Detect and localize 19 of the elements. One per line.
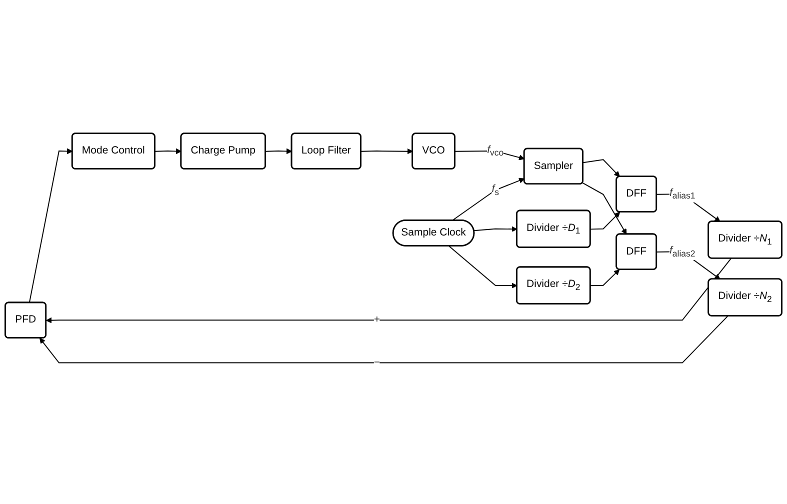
edge-label: − — [374, 356, 380, 368]
arrow — [452, 178, 525, 221]
arrow — [265, 148, 292, 154]
arrow — [28, 148, 73, 304]
arrow — [582, 182, 627, 235]
edge-label: f$_{alias2}$ — [669, 245, 696, 258]
arrow — [474, 226, 518, 232]
edge-label: f$_{s}$ — [492, 184, 499, 197]
arrow — [582, 159, 620, 177]
arrow — [590, 212, 620, 230]
edge-label: f$_{vco}$ — [487, 144, 504, 158]
arrow — [448, 246, 518, 288]
arrow — [590, 269, 620, 286]
edge-label: f$_{alias1}$ — [669, 187, 696, 201]
arrow — [360, 148, 413, 154]
arrow — [46, 258, 732, 324]
arrow — [40, 316, 728, 364]
arrow — [154, 148, 182, 154]
edge-label: + — [374, 314, 380, 326]
